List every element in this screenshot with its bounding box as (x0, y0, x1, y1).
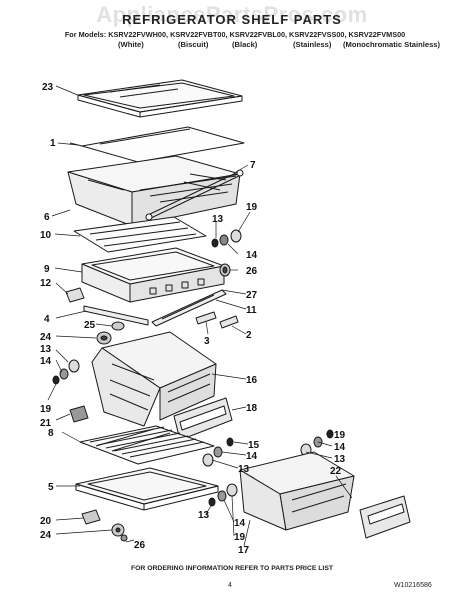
callout-23: 23 (42, 82, 54, 93)
callout-9: 9 (44, 264, 50, 275)
callout-3: 3 (204, 336, 210, 347)
part-17-drawer (239, 451, 355, 531)
callout-16: 16 (246, 375, 258, 386)
callout-13-lower: 13 (198, 510, 210, 521)
hardware-stack-lower (208, 483, 238, 507)
part-16-drawer (91, 331, 217, 427)
callout-21: 21 (40, 418, 52, 429)
callout-5: 5 (48, 482, 54, 493)
hardware-stack-left (52, 359, 80, 385)
page-number: 4 (228, 582, 232, 589)
part-9-cover (81, 247, 225, 303)
callout-14-right: 14 (334, 442, 346, 453)
part-21-clip (69, 405, 89, 423)
callout-13-upper: 13 (212, 214, 224, 225)
callout-6: 6 (44, 212, 50, 223)
hardware-stack-middle (202, 437, 234, 467)
callout-27: 27 (246, 290, 258, 301)
leader-lines (47, 85, 353, 547)
callout-26-upper: 26 (246, 266, 258, 277)
page-title: REFRIGERATOR SHELF PARTS (122, 12, 342, 27)
part-22-drawer-front (359, 495, 411, 539)
callout-4: 4 (44, 314, 50, 325)
callout-13-left: 13 (40, 344, 52, 355)
finish-label-stainless: (Stainless) (293, 40, 332, 49)
callout-24-lower: 24 (40, 530, 52, 541)
page-header: AppliancePartsPros.com REFRIGERATOR SHEL… (0, 0, 464, 56)
part-11-rail (151, 289, 227, 327)
callout-15: 15 (248, 440, 260, 451)
hardware-wheels-left (96, 321, 125, 345)
part-7-rod (145, 169, 244, 221)
callout-8: 8 (48, 428, 54, 439)
part-2-bracket (219, 315, 239, 329)
part-18-drawer-front (173, 397, 233, 441)
callout-26-lower: 26 (134, 540, 146, 551)
part-1-glass (69, 126, 245, 163)
callout-10: 10 (40, 230, 52, 241)
callout-19-upper: 19 (246, 202, 258, 213)
callout-1: 1 (50, 138, 56, 149)
part-6-drawer (67, 155, 241, 227)
document-number: W10216586 (394, 582, 432, 589)
hardware-wheels-lower (111, 523, 128, 542)
watermark: AppliancePartsPros.com (96, 2, 368, 27)
part-20-end-cap (81, 509, 101, 525)
ordering-note: FOR ORDERING INFORMATION REFER TO PARTS … (130, 565, 334, 572)
callout-18: 18 (246, 403, 258, 414)
callout-14-middle: 14 (246, 451, 258, 462)
callout-19-lower: 19 (234, 532, 246, 543)
callout-20: 20 (40, 516, 52, 527)
callout-22: 22 (330, 466, 342, 477)
part-10-glass (73, 216, 207, 253)
part-12-clip (65, 287, 85, 303)
part-4-rail (83, 305, 149, 326)
finish-labels: (White) (Biscuit) (Black) (Stainless) (M… (0, 40, 464, 52)
part-8-wire-shelf (79, 425, 215, 465)
part-23-shelf (77, 79, 243, 118)
finish-label-white: (White) (118, 40, 144, 49)
callout-13-right: 13 (334, 454, 346, 465)
callout-11: 11 (246, 305, 257, 316)
callout-12: 12 (40, 278, 52, 289)
finish-label-monochromatic-stainless: (Monochromatic Stainless) (343, 40, 441, 49)
callout-14-upper: 14 (246, 250, 258, 261)
callout-19-right: 19 (334, 430, 346, 441)
callout-14-left: 14 (40, 356, 52, 367)
callout-25: 25 (84, 320, 96, 331)
part-3-bracket (195, 311, 217, 325)
callout-labels: 23 1 7 6 10 9 12 4 25 24 13 14 19 21 8 5… (40, 82, 346, 556)
finish-label-biscuit: (Biscuit) (178, 40, 209, 49)
models-line: For Models: KSRV22FVWH00, KSRV22FVBT00, … (64, 30, 406, 39)
finish-label-black: (Black) (232, 40, 258, 49)
callout-13-middle: 13 (238, 464, 250, 475)
callout-7: 7 (250, 160, 256, 171)
callout-24-upper: 24 (40, 332, 52, 343)
hardware-stack-upper (211, 229, 242, 277)
callout-2: 2 (246, 330, 252, 341)
callout-19-left: 19 (40, 404, 52, 415)
callout-14-lower: 14 (234, 518, 246, 529)
part-5-frame (75, 467, 219, 511)
callout-17: 17 (238, 545, 250, 556)
